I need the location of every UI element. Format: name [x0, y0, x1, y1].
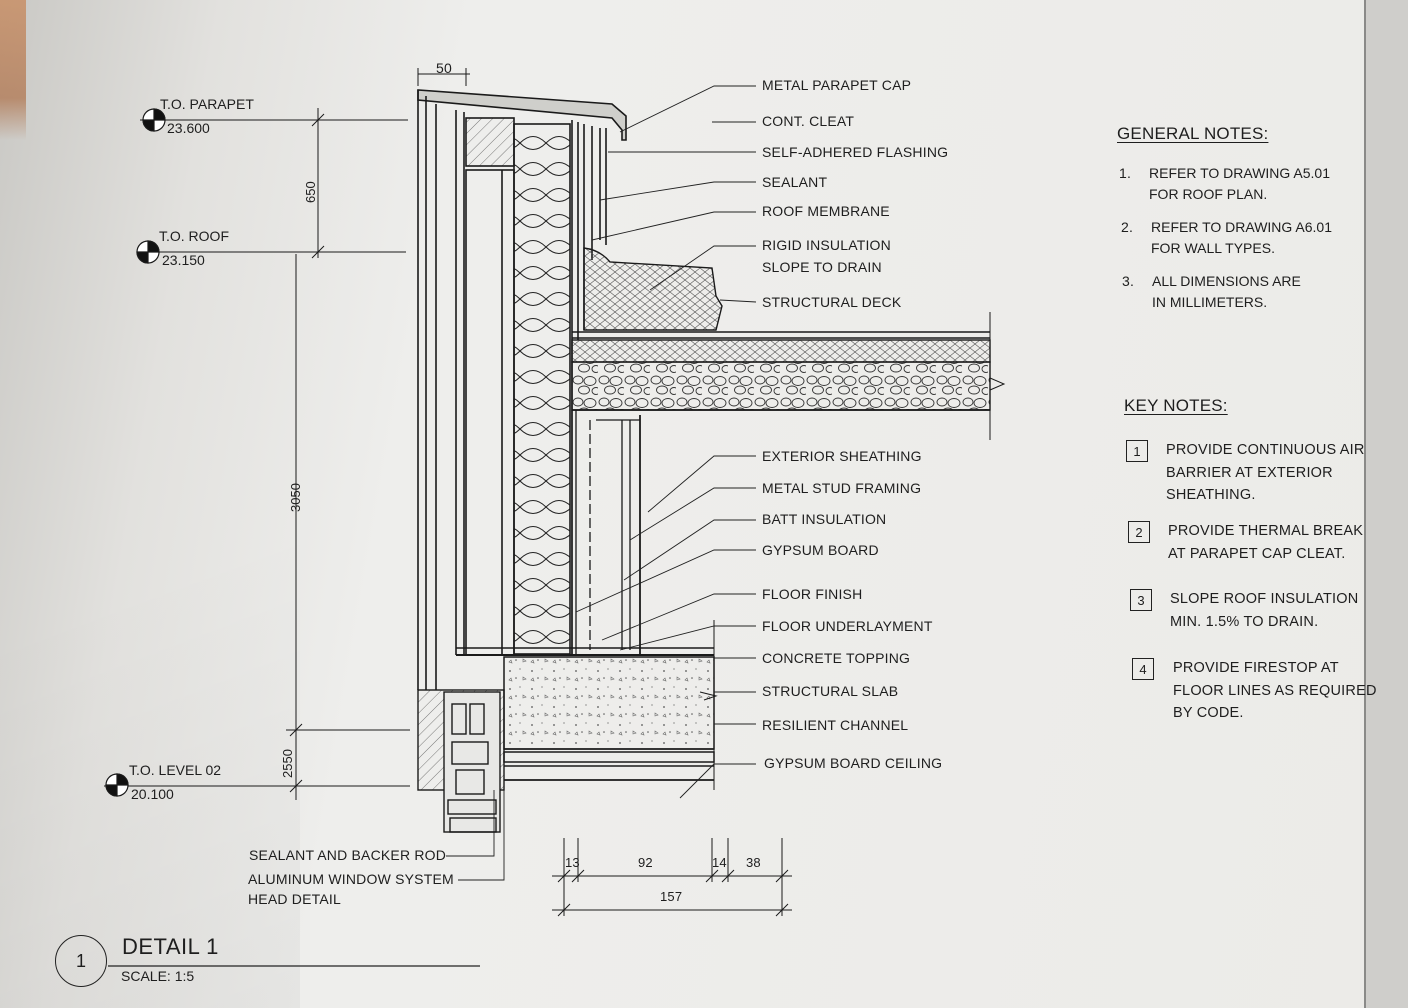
dim-2550: 2550 — [280, 749, 295, 778]
callout-sealant-backer-rod: SEALANT AND BACKER ROD — [249, 847, 447, 863]
key-notes-title: KEY NOTES: — [1124, 396, 1228, 415]
general-note-3: ALL DIMENSIONS ARE IN MILLIMETERS. — [1152, 273, 1301, 310]
general-notes-title: GENERAL NOTES: — [1117, 124, 1269, 143]
callout-rigid-insulation: RIGID INSULATION — [762, 237, 891, 253]
callout-roof-membrane: ROOF MEMBRANE — [762, 203, 890, 219]
key-note-1: PROVIDE CONTINUOUS AIR BARRIER AT EXTERI… — [1166, 442, 1365, 503]
elevation-roof-value: 23.150 — [162, 252, 205, 268]
key-note-tag: 4 — [1132, 658, 1154, 680]
general-note-number: 1. — [1119, 165, 1132, 181]
callout-exterior-sheathing: EXTERIOR SHEATHING — [762, 448, 922, 464]
callout-metal-parapet-cap: METAL PARAPET CAP — [762, 77, 912, 93]
elevation-parapet-label: T.O. PARAPET — [160, 96, 254, 112]
general-note-2: REFER TO DRAWING A6.01 FOR WALL TYPES. — [1151, 219, 1333, 256]
dim-92: 92 — [638, 855, 653, 870]
detail-title: DETAIL 1 — [122, 934, 219, 959]
sheet-border-line — [1364, 0, 1366, 1008]
callout-slope-to-drain: SLOPE TO DRAIN — [762, 259, 882, 275]
callout-structural-slab: STRUCTURAL SLAB — [762, 683, 899, 699]
table-edge — [0, 0, 26, 140]
dim-38: 38 — [746, 855, 761, 870]
dim-3050: 3050 — [288, 483, 303, 512]
detail-scale: SCALE: 1:5 — [121, 968, 195, 984]
dim-top: 50 — [436, 60, 452, 76]
key-note-4: PROVIDE FIRESTOP AT FLOOR LINES AS REQUI… — [1173, 660, 1377, 721]
detail-number-circle: 1 — [55, 935, 107, 987]
callout-sealant: SEALANT — [762, 174, 828, 190]
callout-metal-stud-framing: METAL STUD FRAMING — [762, 480, 922, 496]
callout-aluminum-window-system: ALUMINUM WINDOW SYSTEM — [248, 871, 454, 887]
key-note-tag: 1 — [1126, 440, 1148, 462]
callout-gypsum-board: GYPSUM BOARD — [762, 542, 879, 558]
callout-concrete-topping: CONCRETE TOPPING — [762, 650, 911, 666]
key-note-tag: 3 — [1130, 589, 1152, 611]
general-note-number: 2. — [1121, 219, 1134, 235]
callout-batt-insulation: BATT INSULATION — [762, 511, 887, 527]
light-shadow — [0, 300, 300, 1008]
key-note-3: SLOPE ROOF INSULATION MIN. 1.5% TO DRAIN… — [1170, 591, 1359, 630]
callout-gypsum-board-ceiling: GYPSUM BOARD CEILING — [764, 755, 943, 771]
dim-650: 650 — [303, 181, 318, 203]
callout-resilient-channel: RESILIENT CHANNEL — [762, 717, 909, 733]
callout-structural-deck: STRUCTURAL DECK — [762, 294, 902, 310]
elevation-level02-value: 20.100 — [131, 786, 174, 802]
dim-14: 14 — [712, 855, 727, 870]
general-note-1: REFER TO DRAWING A5.01 FOR ROOF PLAN. — [1149, 165, 1331, 202]
key-note-tag: 2 — [1128, 521, 1150, 543]
elevation-level02-label: T.O. LEVEL 02 — [129, 762, 222, 778]
callout-cont-cleat: CONT. CLEAT — [762, 113, 855, 129]
dim-157: 157 — [660, 889, 683, 904]
callout-floor-underlayment: FLOOR UNDERLAYMENT — [762, 618, 933, 634]
sheet-margin — [1366, 0, 1408, 1008]
callout-floor-finish: FLOOR FINISH — [762, 586, 863, 602]
elevation-roof-label: T.O. ROOF — [159, 228, 229, 244]
callout-head-detail: HEAD DETAIL — [248, 891, 341, 907]
general-note-number: 3. — [1122, 273, 1135, 289]
dim-13: 13 — [565, 855, 580, 870]
key-note-2: PROVIDE THERMAL BREAK AT PARAPET CAP CLE… — [1168, 523, 1364, 562]
elevation-parapet-value: 23.600 — [167, 120, 210, 136]
callout-self-adhered-flashing: SELF-ADHERED FLASHING — [762, 144, 949, 160]
